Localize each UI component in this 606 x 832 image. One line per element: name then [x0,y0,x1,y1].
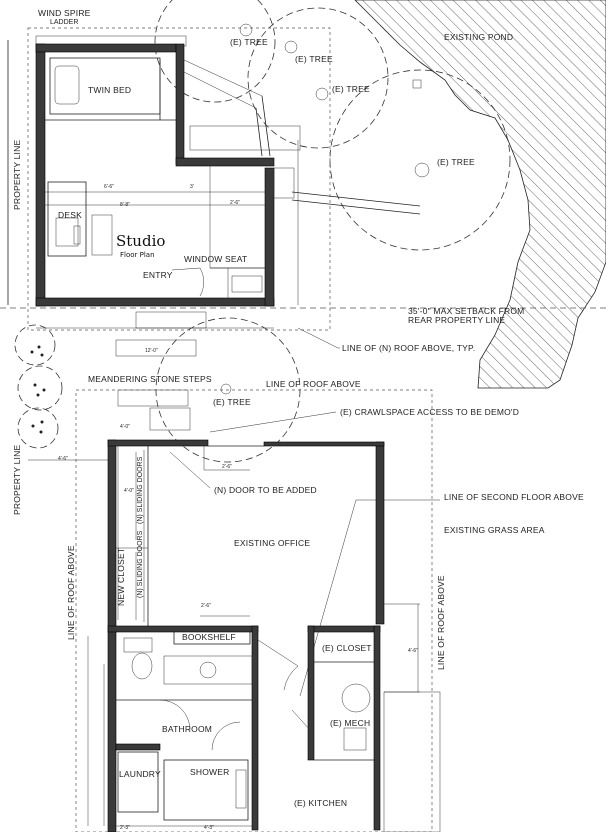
main-house [28,389,441,832]
office-label: EXISTING OFFICE [234,538,310,548]
second-floor-label: LINE OF SECOND FLOOR ABOVE [444,492,584,502]
window-seat-label: WINDOW SEAT [184,254,247,264]
setback-label-line2: REAR PROPERTY LINE [408,315,505,325]
dim-house-8: 4'-3" [204,825,214,831]
closet-label: (E) CLOSET [322,643,372,653]
twin-bed-label: TWIN BED [88,85,131,95]
sliding-doors-label-1: (N) SLIDING DOORS [137,456,144,524]
dim-studio-3: 8'-8" [120,202,130,208]
dim-house-3: 4'-6" [58,456,68,462]
desk-label: DESK [58,210,82,220]
laundry-label: LAUNDRY [119,769,161,779]
crawlspace-label: (E) CRAWLSPACE ACCESS TO BE DEMO'D [340,407,519,417]
mech-label: (E) MECH [330,718,370,728]
roof-above-right-label: LINE OF ROOF ABOVE [436,575,446,670]
dim-studio-4: 2'-6" [230,200,240,206]
tree-label-3: (E) TREE [332,84,370,94]
wind-spire-label: WIND SPIRE [38,8,91,18]
property-line-label-2: PROPERTY LINE [12,445,22,515]
dim-house-5: 4'-0" [124,488,134,494]
dim-studio-5: 12'-0" [145,348,158,354]
new-closet-label: NEW CLOSET [116,548,126,606]
bookshelf-label: BOOKSHELF [182,632,236,642]
roof-above-typ-label: LINE OF (N) ROOF ABOVE, TYP. [342,343,475,353]
roof-above-left-label: LINE OF ROOF ABOVE [66,545,76,640]
grass-label: EXISTING GRASS AREA [444,525,545,535]
property-line-label-1: PROPERTY LINE [12,140,22,210]
roof-above-label: LINE OF ROOF ABOVE [266,379,361,389]
dim-studio-2: 3' [190,184,194,190]
pond-hatch [354,0,606,389]
existing-pond-label: EXISTING POND [444,32,513,42]
bathroom-label: BATHROOM [162,724,212,734]
dim-house-4: 2'-6" [201,603,211,609]
dim-house-7: 2'-3" [120,825,130,831]
tree-label-4: (E) TREE [437,157,475,167]
sliding-doors-label-2: (N) SLIDING DOORS [137,530,144,598]
studio-subtitle: Floor Plan [120,251,155,259]
studio-title: Studio [116,232,165,250]
dim-house-6: 4'-6" [408,648,418,654]
studio-building [27,27,421,431]
setback-label-line1: 35'-0" MAX SETBACK FROM [408,306,524,316]
tree-label-2: (E) TREE [295,54,333,64]
tree-label-5: (E) TREE [213,397,251,407]
dim-house-2: 2'-6" [222,464,232,470]
entry-label: ENTRY [143,270,173,280]
kitchen-label: (E) KITCHEN [294,798,347,808]
tree-label-1: (E) TREE [230,37,268,47]
door-added-label: (N) DOOR TO BE ADDED [214,485,317,495]
dim-house-1: 4'-0" [120,424,130,430]
ladder-label: LADDER [50,19,78,26]
dim-studio-1: 6'-6" [104,184,114,190]
shower-label: SHOWER [190,767,229,777]
stone-steps-label: MEANDERING STONE STEPS [88,374,212,384]
